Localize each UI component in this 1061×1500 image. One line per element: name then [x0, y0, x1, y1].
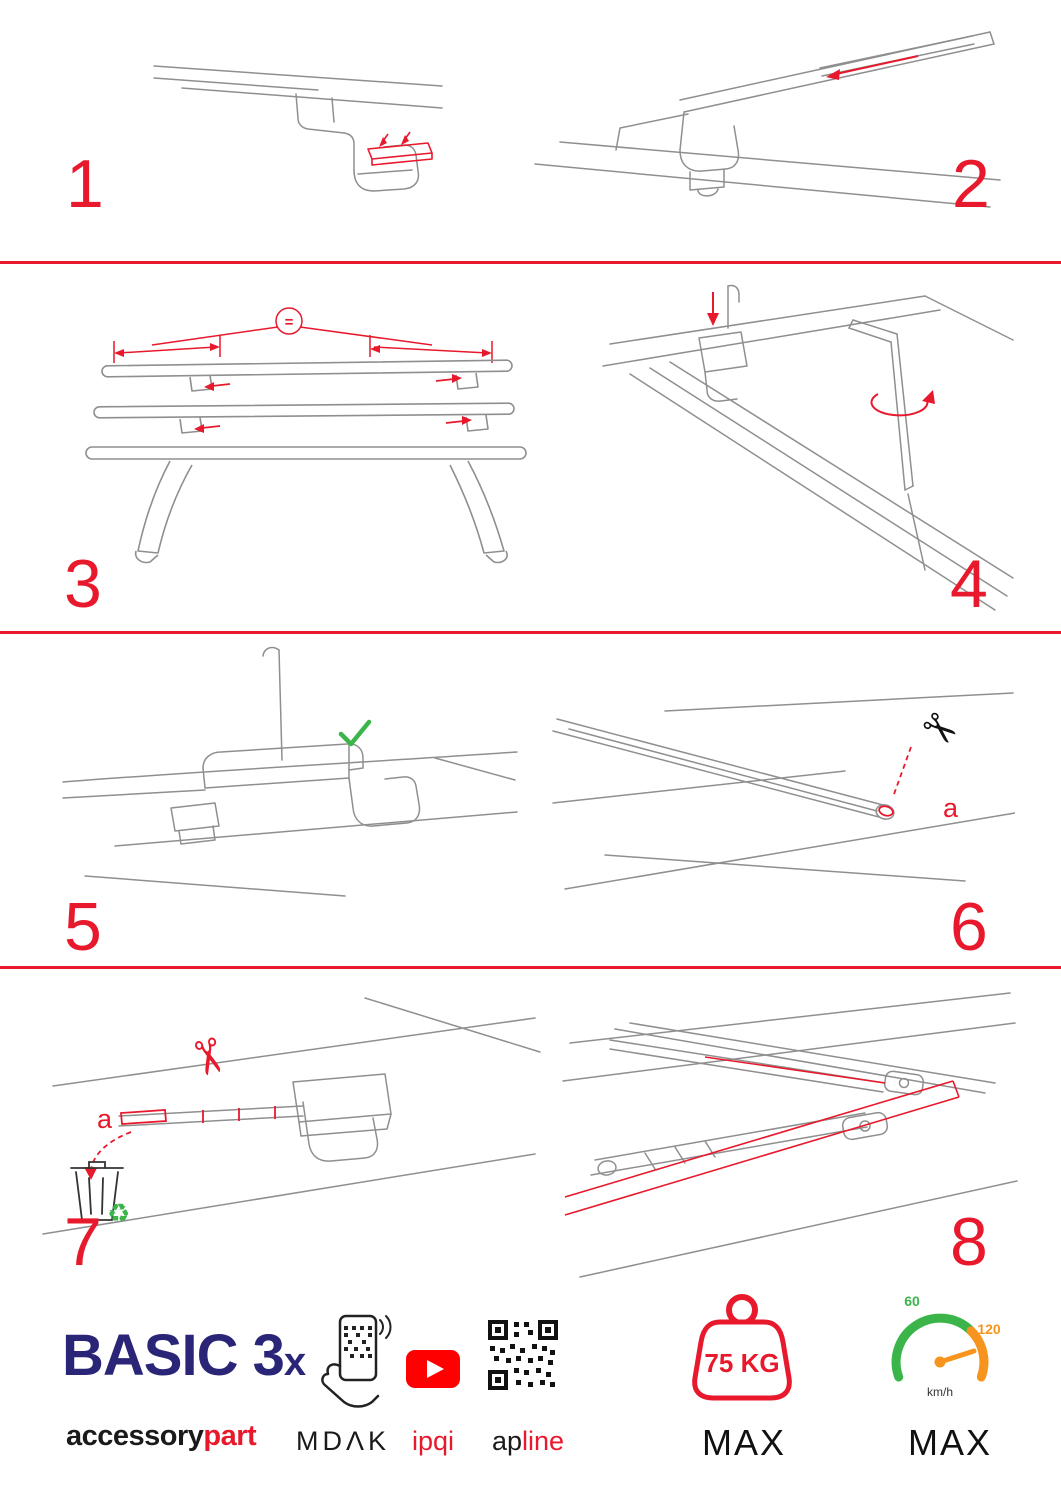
- trash-icon: [70, 1161, 124, 1221]
- youtube-icon: [406, 1350, 460, 1388]
- brand-name: BASIC 3: [62, 1323, 285, 1388]
- step-3-number: 3: [64, 546, 102, 622]
- step-1-number: 1: [66, 146, 104, 222]
- step-5-number: 5: [64, 889, 102, 965]
- step-4-number: 4: [950, 546, 988, 622]
- step2-illustration: [534, 31, 1001, 208]
- brand-part: part: [203, 1420, 257, 1452]
- step4-illustration: [602, 284, 1014, 611]
- weight-value: 75 KG: [704, 1348, 779, 1378]
- step4-insert-arrow: [707, 292, 719, 326]
- brand-accessory: accessory: [66, 1420, 204, 1452]
- recycle-icon: ♻: [107, 1198, 130, 1228]
- speed-unit-label: km/h: [927, 1385, 953, 1399]
- step-8-number: 8: [950, 1204, 988, 1280]
- row-divider-1: [0, 261, 1061, 264]
- step5-illustration: [62, 646, 518, 897]
- apline-ap: ap: [492, 1426, 523, 1456]
- step1-insert-plate: [367, 131, 433, 166]
- step3-illustration: =: [85, 307, 527, 564]
- weight-max-label: MAX: [702, 1422, 787, 1463]
- brand-qty: x: [283, 1340, 306, 1384]
- step1-illustration: [153, 65, 443, 192]
- check-icon: [338, 719, 372, 747]
- qr-code: [488, 1320, 558, 1390]
- step2-slide-arrow: [826, 55, 919, 80]
- step3-equal-spacing: [113, 307, 493, 363]
- equal-sign: =: [285, 314, 294, 331]
- ipqi-logo: ipqi: [412, 1426, 455, 1456]
- step6-illustration: ✂ a: [552, 692, 1015, 890]
- step-6-number: 6: [950, 889, 988, 965]
- speedometer-icon: 60 120 km/h: [891, 1293, 1001, 1399]
- speed-60-label: 60: [904, 1293, 920, 1309]
- step-2-number: 2: [952, 146, 990, 222]
- brand-subtitle: accessorypart: [66, 1420, 257, 1453]
- row-divider-3: [0, 966, 1061, 969]
- phone-qr-icon: [321, 1314, 392, 1408]
- scissors-icon: ✂: [911, 700, 968, 759]
- mdak-logo: MDΛK: [296, 1426, 391, 1456]
- step-7-number: 7: [64, 1204, 102, 1280]
- apline-line: line: [522, 1426, 565, 1456]
- step8-illustration: [562, 992, 1018, 1278]
- step8-alignment-lines: [564, 1056, 960, 1216]
- step3-adjust-arrows: [194, 374, 472, 433]
- step6-cut-mark: [878, 746, 912, 817]
- step7-cut-piece: [90, 1106, 276, 1171]
- apline-logo: apline: [492, 1426, 564, 1457]
- label-a: a: [943, 793, 959, 823]
- row-divider-2: [0, 631, 1061, 634]
- scissors-icon: ✂: [176, 1031, 238, 1084]
- brand-logo: BASIC 3x: [62, 1322, 306, 1389]
- step7-illustration: ✂ a ♻: [42, 997, 541, 1235]
- max-weight-icon: 75 KG: [692, 1294, 792, 1401]
- label-a: a: [97, 1104, 113, 1134]
- step4-rotate-arrow: [870, 390, 935, 417]
- speed-max-label: MAX: [908, 1422, 993, 1463]
- speed-120-label: 120: [977, 1321, 1001, 1337]
